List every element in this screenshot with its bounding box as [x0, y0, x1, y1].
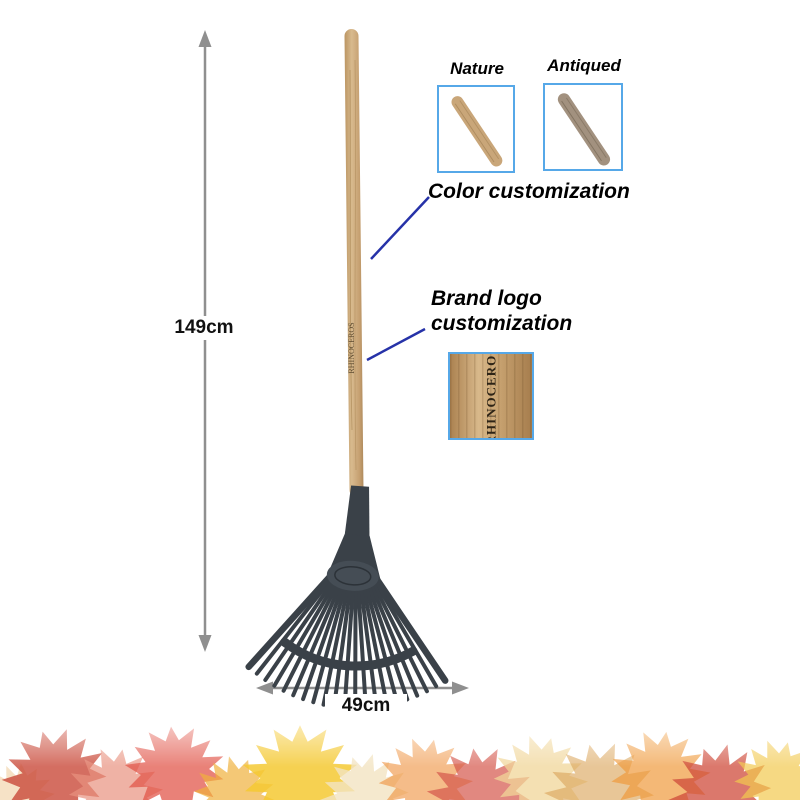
color-customization-title: Color customization	[428, 180, 630, 203]
callout-line-logo-customization	[366, 327, 426, 362]
nature-wood-sample	[451, 96, 503, 167]
brand-logo-text: RHINOCEROS	[483, 352, 499, 440]
rake-head	[245, 485, 449, 710]
height-dimension-label: 149cm	[159, 316, 249, 340]
brand-logo-text-wrap: RHINOCEROS	[450, 354, 532, 438]
swatch-label-nature: Nature	[450, 59, 504, 78]
wood-plank-background	[450, 354, 532, 438]
swatch-label-antiqued: Antiqued	[547, 56, 621, 75]
antiqued-wood-sample	[557, 93, 611, 166]
brand-logo-sample-box: RHINOCEROS	[448, 352, 534, 440]
brand-logo-customization-title: Brand logo customization	[431, 287, 573, 335]
swatch-box-antiqued	[543, 83, 623, 171]
callout-line-color-customization	[370, 196, 430, 260]
rake-tines	[245, 559, 449, 710]
swatch-box-nature	[437, 85, 515, 173]
rake-handle: RHINOCEROS	[344, 29, 364, 497]
height-dimension-arrow	[198, 30, 212, 652]
rake: RHINOCEROS	[245, 29, 449, 710]
handle-brand-text: RHINOCEROS	[347, 322, 356, 373]
width-dimension-label: 49cm	[325, 694, 407, 718]
